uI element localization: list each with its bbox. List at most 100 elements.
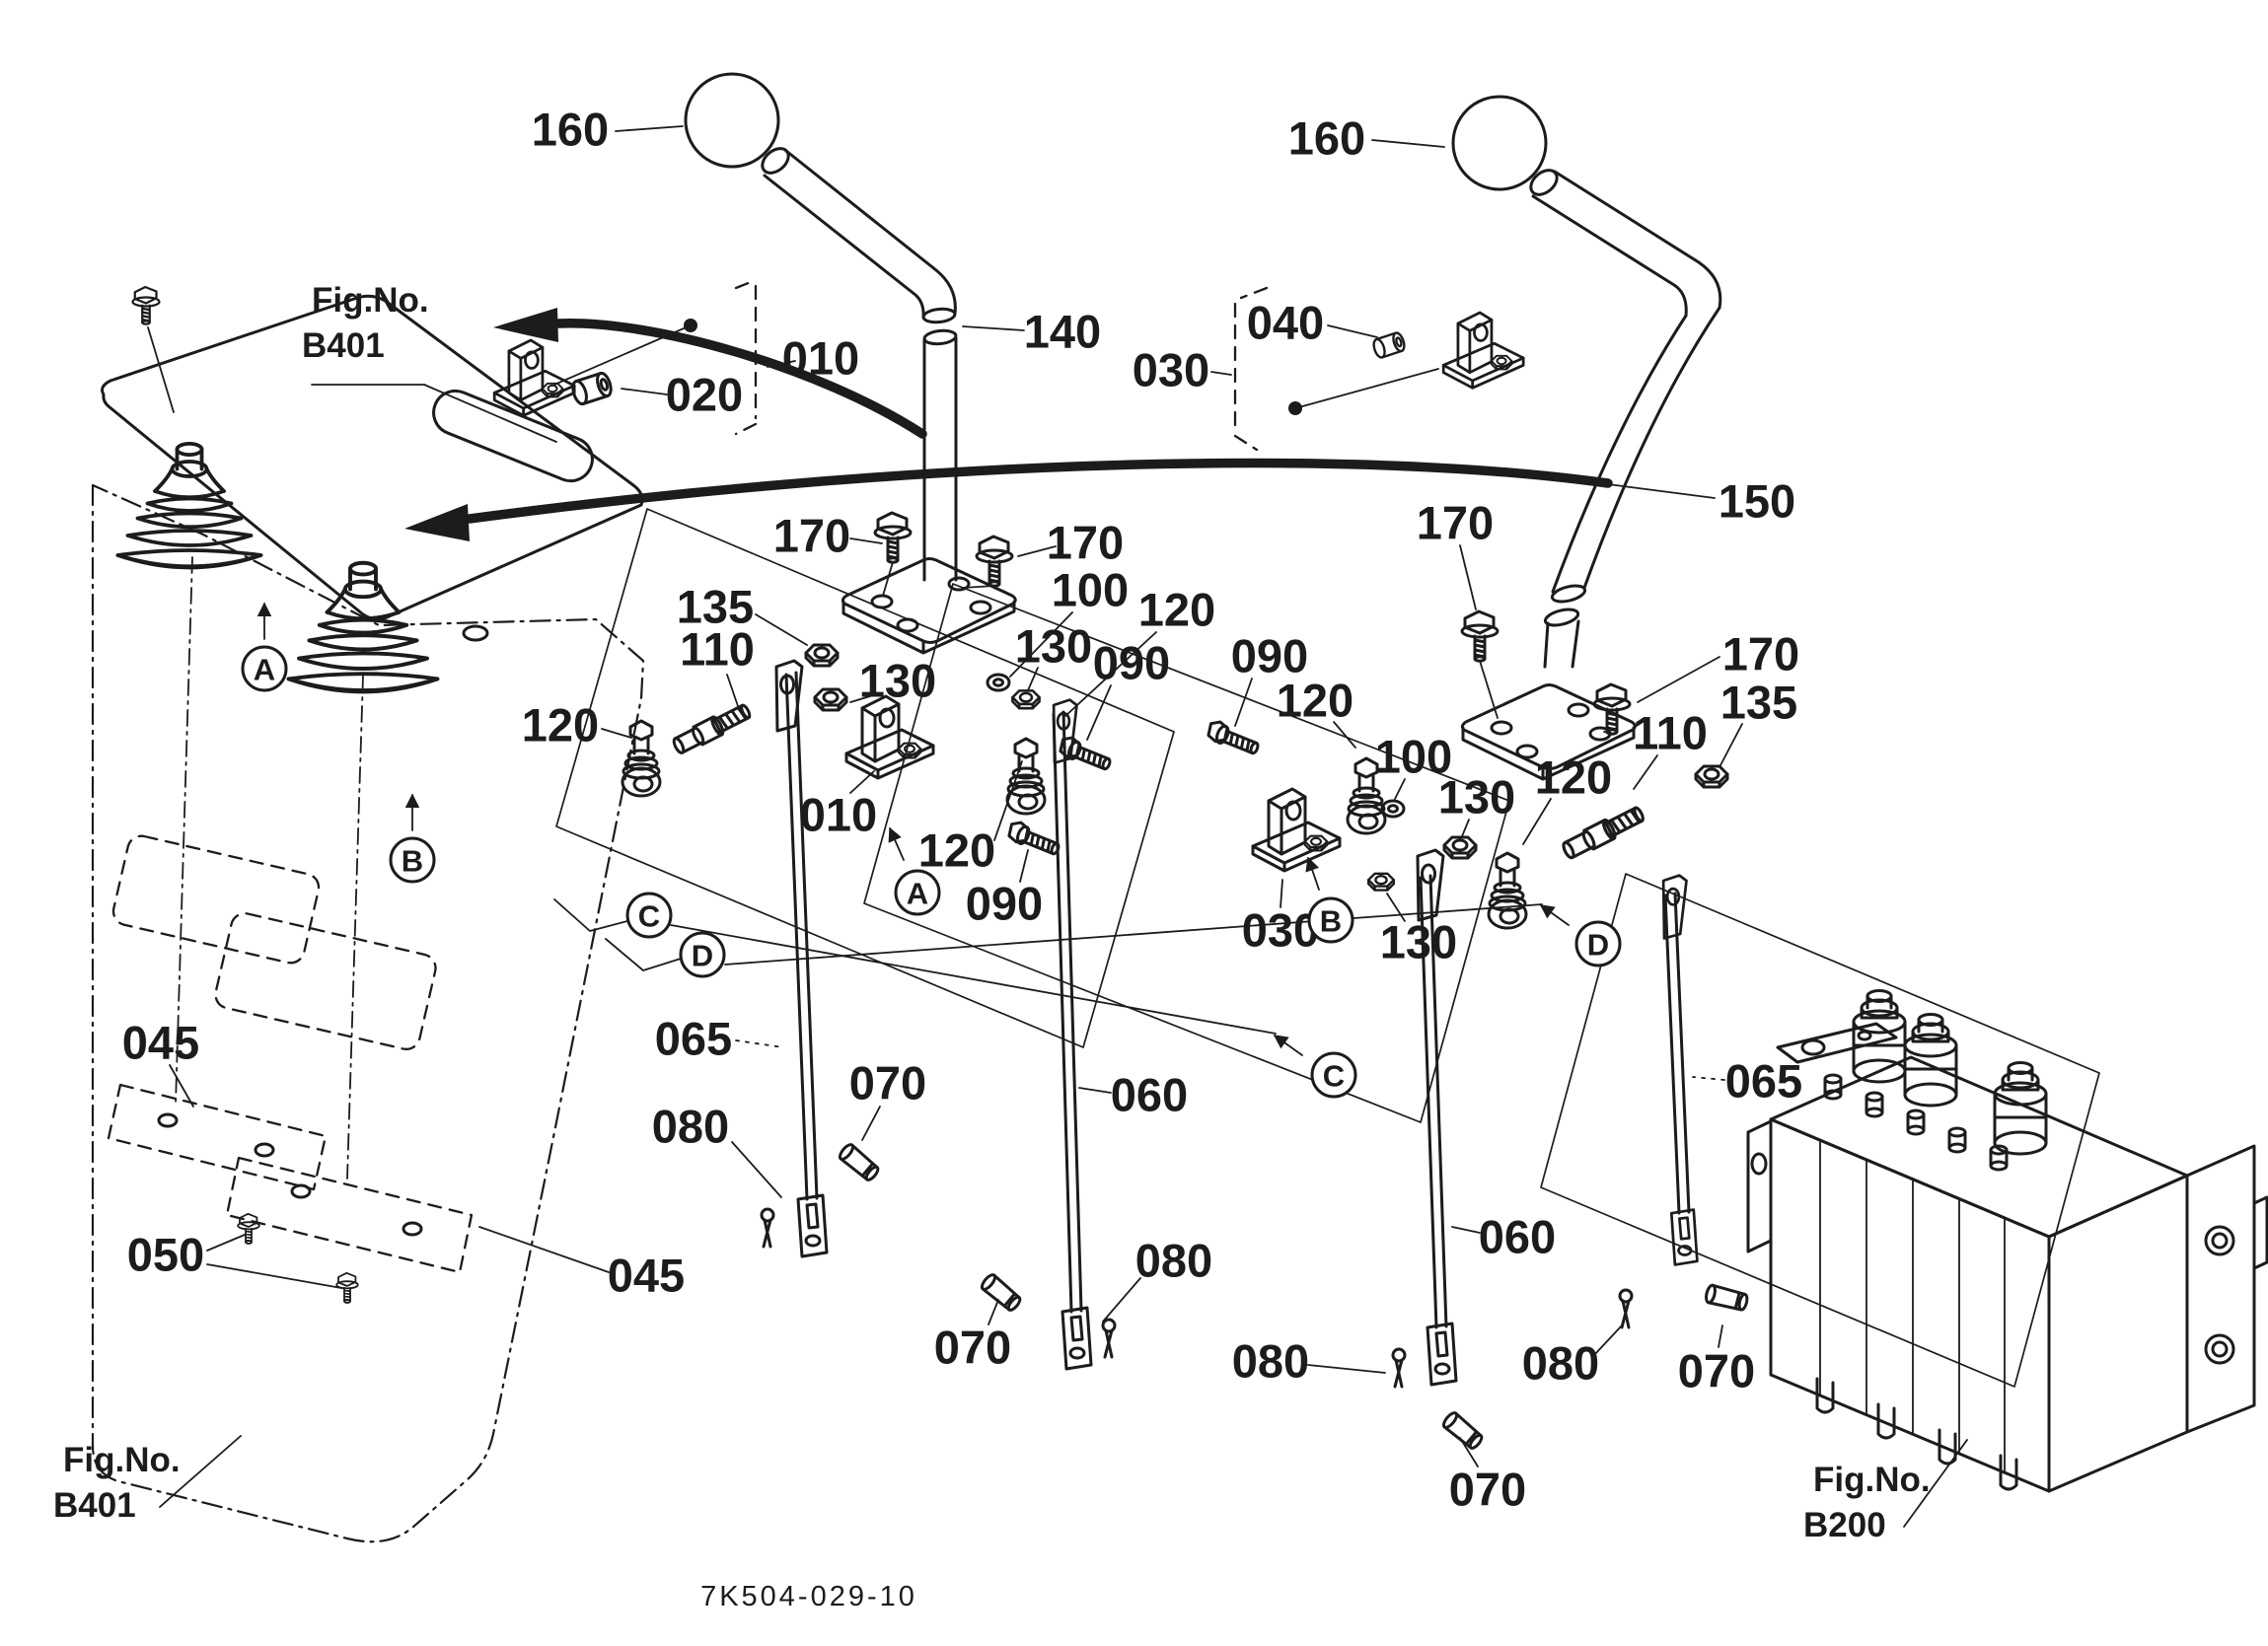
reference-balloon: [679, 931, 726, 978]
callout-leader: [993, 760, 1023, 841]
part-callout: 070: [934, 1322, 1011, 1374]
lever-axes: [175, 556, 364, 1180]
nut-135-right: [1694, 764, 1729, 789]
part-callout: 160: [1288, 112, 1365, 165]
balloon-letter: D: [692, 939, 713, 973]
callout-leader: [767, 360, 796, 368]
cable-line-d: [724, 903, 1543, 966]
rod-060-left: [1052, 710, 1083, 1314]
callout-leader: [1078, 1087, 1112, 1094]
balloon-letter: B: [1320, 904, 1342, 939]
callout-leader: [1459, 544, 1477, 610]
callout-leader: [169, 1064, 194, 1108]
rod-065-left: [784, 671, 819, 1201]
callout-leader: [1522, 798, 1552, 845]
reference-balloon: [241, 645, 288, 692]
part-callout: 130: [1438, 771, 1515, 823]
part-callout: 135: [677, 581, 754, 633]
part-callout: 100: [1375, 731, 1452, 783]
part-callout: 030: [1133, 344, 1209, 396]
bolt-090-2: [1204, 717, 1264, 758]
part-callout: 130: [1015, 620, 1092, 673]
callout-leader: [1607, 483, 1716, 499]
callout-leader: [206, 1234, 246, 1252]
part-callout: 120: [1277, 675, 1353, 727]
nut-130-left: [813, 687, 848, 712]
part-callout: 090: [966, 878, 1043, 930]
callout-leader: [478, 1226, 610, 1273]
callout-leader: [755, 613, 808, 646]
callout-leader: [1064, 631, 1157, 717]
valve-end-plate: [2185, 1144, 2256, 1434]
clip-080-2: [1101, 1318, 1117, 1359]
part-callout: 070: [1449, 1464, 1526, 1516]
left-lever-assembly: [684, 72, 1017, 655]
rod-end-110-right: [1559, 802, 1648, 863]
part-callout: 070: [849, 1057, 926, 1109]
part-callout: 160: [532, 104, 609, 156]
callout-leader: [621, 388, 668, 395]
balloon-letter: D: [1587, 928, 1609, 963]
valve-cap-3: [1993, 1061, 2048, 1156]
balloon-arrow: [1305, 856, 1320, 891]
plate-bolt: [131, 285, 161, 325]
console-opening-1: [111, 834, 321, 965]
console-body-outline: [91, 483, 645, 1543]
nut-130-right-2: [1366, 872, 1396, 892]
callout-leader: [1386, 893, 1406, 922]
fig-ref-line1: Fig.No.: [312, 281, 429, 320]
part-callout: 080: [1522, 1337, 1599, 1390]
callout-leader: [1017, 545, 1057, 557]
part-callout: 100: [1052, 564, 1129, 616]
callout-leader: [1210, 371, 1232, 376]
pin-070-4: [1703, 1282, 1751, 1314]
part-callout: 060: [1479, 1211, 1556, 1263]
lever-shaft-140: [922, 336, 958, 582]
valve-cap-2: [1903, 1013, 1958, 1108]
bolt-170-r1: [1460, 609, 1500, 663]
callout-leader: [206, 1263, 342, 1289]
valve-cap-1: [1852, 989, 1907, 1084]
callout-leader: [849, 537, 883, 544]
reference-balloon: [894, 869, 941, 916]
reference-balloon: [1574, 920, 1622, 967]
console-assembly: [91, 285, 645, 1543]
console-opening-2: [214, 912, 437, 1050]
part-callout: 120: [522, 699, 599, 751]
bracket-010-lower: [846, 696, 933, 778]
ball-joint-120-2: [1005, 737, 1047, 816]
part-callout: 110: [680, 623, 755, 676]
routing-arrow-left: [553, 319, 927, 439]
callout-leader: [1009, 611, 1073, 678]
fig-ref-line1: Fig.No.: [63, 1441, 181, 1479]
cover-plate-045-2: [225, 1156, 474, 1274]
right-lever-assembly: [1451, 95, 1722, 781]
callout-leader: [1593, 1324, 1623, 1356]
part-callout: 080: [1135, 1235, 1212, 1287]
rod-065-right: [1663, 892, 1691, 1215]
pin-070-2: [978, 1271, 1025, 1315]
part-callout: 065: [1725, 1055, 1802, 1108]
reference-balloon: [389, 836, 436, 884]
callout-leader: [988, 1299, 999, 1325]
nut-130-left-2: [1011, 689, 1041, 710]
callout-leader: [615, 125, 684, 132]
part-callout: 150: [1719, 475, 1795, 528]
callout-leader: [1394, 778, 1406, 800]
part-callout: 120: [1535, 751, 1612, 804]
part-callout: 080: [652, 1101, 729, 1153]
part-callout: 090: [1093, 637, 1170, 689]
callout-leader: [1327, 324, 1378, 338]
rod-end-110-left: [669, 699, 755, 757]
balloon-letter: C: [638, 899, 660, 934]
washer-100-left: [986, 673, 1011, 692]
part-callout: 070: [1678, 1345, 1755, 1397]
fig-ref-line2: B401: [53, 1486, 136, 1525]
mounting-panels: [555, 508, 2100, 1388]
callout-leader: [1280, 879, 1283, 908]
balloon-arrow: [888, 826, 905, 861]
arrowhead-left: [493, 308, 558, 342]
part-callout: 020: [666, 369, 743, 421]
part-callout: 010: [782, 332, 859, 385]
lever-knob-160-right: [1451, 95, 1548, 191]
